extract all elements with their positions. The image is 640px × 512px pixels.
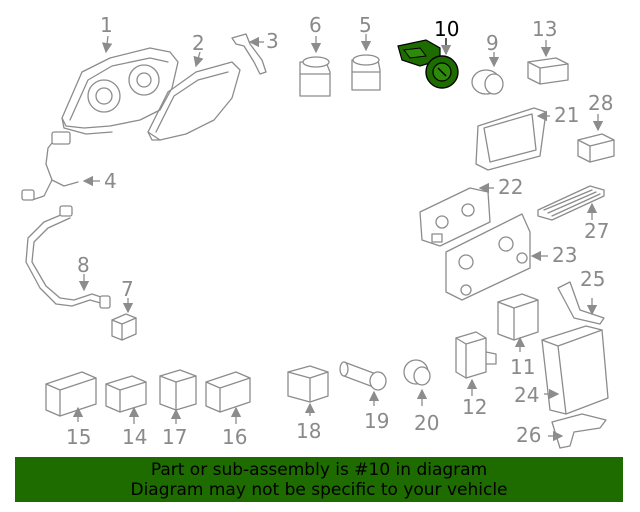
callout-17: 17 [162, 425, 187, 449]
callout-15: 15 [66, 425, 91, 449]
part-21-display[interactable] [475, 107, 550, 171]
callout-24: 24 [514, 383, 539, 407]
callout-23: 23 [552, 243, 577, 267]
part-1-cluster-housing[interactable] [61, 35, 179, 135]
part-12-receptacle[interactable] [455, 331, 497, 396]
callout-18: 18 [296, 419, 321, 443]
info-banner: Part or sub-assembly is #10 in diagram D… [15, 457, 623, 502]
callout-11: 11 [510, 355, 535, 379]
part-5-switch[interactable] [351, 34, 381, 91]
callout-28: 28 [588, 91, 613, 115]
callout-5: 5 [359, 13, 372, 37]
callout-9: 9 [486, 31, 499, 55]
part-10-highlighted[interactable] [397, 38, 459, 89]
callout-20: 20 [414, 411, 439, 435]
callout-19: 19 [364, 409, 389, 433]
part-27-vent[interactable] [537, 185, 605, 221]
callout-10: 10 [434, 17, 459, 41]
part-17-switch[interactable] [159, 369, 197, 424]
banner-line-2: Diagram may not be specific to your vehi… [130, 480, 508, 500]
part-24-control-unit[interactable] [541, 325, 609, 415]
part-18-connector[interactable] [287, 365, 329, 416]
part-20-outlet[interactable] [403, 359, 431, 406]
callout-27: 27 [584, 219, 609, 243]
part-7-connector[interactable] [111, 298, 137, 341]
callout-7: 7 [121, 277, 134, 301]
part-6-switch[interactable] [299, 36, 331, 97]
callout-4: 4 [104, 169, 117, 193]
part-13-switch-block[interactable] [527, 40, 569, 85]
callout-12: 12 [462, 395, 487, 419]
callout-26: 26 [516, 423, 541, 447]
callout-16: 16 [222, 425, 247, 449]
part-15-switch[interactable] [45, 371, 97, 422]
part-28-switch[interactable] [577, 114, 615, 163]
part-14-switch[interactable] [105, 375, 147, 424]
part-16-switch[interactable] [205, 371, 251, 424]
part-8-cable[interactable] [25, 205, 111, 309]
part-22-control-panel[interactable] [419, 182, 494, 247]
part-4-wiring-harness[interactable] [21, 131, 100, 201]
part-23-climate-panel[interactable] [445, 213, 548, 301]
callout-25: 25 [580, 267, 605, 291]
part-19-lighter[interactable] [339, 361, 387, 406]
callout-3: 3 [266, 29, 279, 53]
callout-21: 21 [554, 103, 579, 127]
part-9-ring[interactable] [471, 52, 504, 95]
callout-22: 22 [498, 175, 523, 199]
part-11-module[interactable] [497, 293, 539, 352]
part-2-cluster-lens[interactable] [147, 51, 241, 141]
callout-1: 1 [100, 13, 113, 37]
part-25-bracket[interactable] [557, 281, 605, 325]
callout-14: 14 [122, 425, 147, 449]
callout-8: 8 [77, 253, 90, 277]
banner-line-1: Part or sub-assembly is #10 in diagram [150, 460, 488, 480]
callout-2: 2 [192, 31, 205, 55]
part-26-bracket[interactable] [548, 413, 607, 449]
part-3-bracket[interactable] [231, 33, 267, 75]
callout-13: 13 [532, 17, 557, 41]
callout-6: 6 [309, 13, 322, 37]
